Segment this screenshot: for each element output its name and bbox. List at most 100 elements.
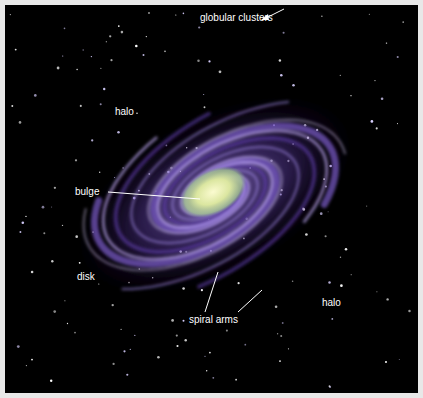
star-dot [292,84,295,87]
spiral-arm [84,157,282,271]
star-dot [238,282,240,284]
star-dot [204,106,206,108]
star-dot [64,28,66,30]
star-dot [50,379,52,381]
star-dot [325,235,327,237]
star-dot [76,69,77,70]
star-dot [226,330,228,332]
star-dot [171,319,174,322]
star-dot [408,310,410,312]
star-dot [340,75,341,76]
star-dot [329,385,331,387]
star-dot [121,329,122,330]
star-dot [381,98,384,101]
star-dot [305,233,308,236]
star-dot [135,45,138,48]
star-dot [386,42,387,43]
star-dot [282,322,284,324]
star-dot [385,361,387,363]
star-dot [43,232,45,234]
star-dot [100,68,101,69]
star-dot [374,80,375,81]
star-dot [62,55,63,56]
star-dot [148,12,150,14]
star-dot [25,216,26,217]
star-dot [279,59,281,61]
star-dot [157,356,160,359]
star-dot [176,345,178,347]
star-dot [19,121,22,124]
star-dot [75,159,77,161]
star-dot [183,320,185,322]
star-dot [57,67,60,70]
star-dot [198,26,200,28]
star-dot [67,323,68,324]
star-dot [82,49,84,51]
star-dot [80,105,82,107]
star-dot [143,54,145,56]
star-dot [280,74,283,77]
star-dot [204,356,205,357]
star-dot [197,59,200,62]
star-dot [397,56,399,58]
star-dot [126,374,128,376]
star-dot [340,284,343,287]
star-dot [17,345,20,348]
region-label: halo [115,106,134,118]
star-dot [351,274,352,275]
star-dot [350,95,351,96]
star-dot [283,32,285,34]
star-dot [328,211,329,212]
star-dot [321,16,322,17]
star-dot [203,94,204,95]
star-dot [164,50,166,52]
star-dot [64,300,65,301]
star-dot [31,271,34,274]
star-dot [331,318,333,320]
star-dot [51,260,53,262]
star-dot [320,212,323,215]
star-dot [117,131,120,134]
star-dot [279,360,281,362]
star-dot [184,339,186,341]
star-dot [31,359,33,361]
star-dot [100,103,102,105]
star-dot [134,335,135,336]
star-dot [329,386,331,388]
star-dot [54,187,56,189]
star-dot [275,305,278,308]
star-dot [244,344,246,346]
star-dot [112,304,114,306]
star-dot [292,280,294,282]
star-dot [376,291,377,292]
star-dot [386,298,388,300]
star-dot [19,231,21,233]
star-dot [91,139,93,141]
star-dot [201,289,203,291]
star-dot [123,350,125,352]
star-dot [208,60,210,62]
star-dot [106,41,107,42]
star-dot [277,333,278,334]
star-dot [110,59,112,61]
star-dot [397,123,398,124]
star-dot [219,70,222,73]
star-dot [51,206,52,207]
star-dot [371,120,374,123]
star-dot [209,352,211,354]
star-dot [288,348,289,349]
star-dot [15,49,17,51]
star-dot [176,335,178,337]
star-dot [402,21,404,23]
star-dot [212,377,214,379]
spiral-arm [148,120,345,234]
star-dot [11,105,13,107]
star-dot [42,206,45,209]
star-dot [22,221,25,224]
region-label: halo [322,297,341,309]
star-dot [235,379,237,381]
star-dot [328,281,331,284]
star-dot [118,25,120,27]
star-dot [369,14,370,15]
